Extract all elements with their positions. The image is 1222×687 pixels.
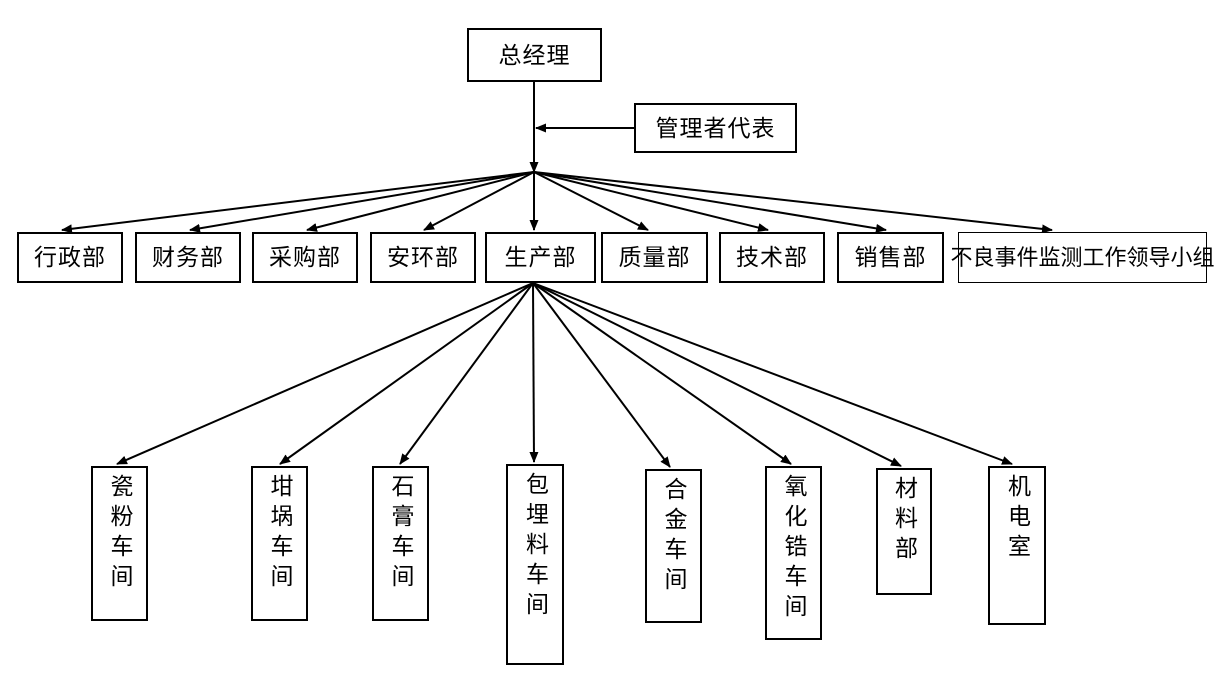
box-workshop-5[interactable]: 氧化锆车间 [765,466,822,640]
box-department-4[interactable]: 生产部 [485,232,596,283]
department-label: 财务部 [152,245,224,270]
workshop-label: 机电室 [1004,474,1030,564]
box-workshop-0[interactable]: 瓷粉车间 [91,466,148,621]
box-workshop-4[interactable]: 合金车间 [645,469,702,623]
box-workshop-6[interactable]: 材料部 [876,468,932,595]
workshop-label: 氧化锆车间 [781,474,806,624]
box-department-1[interactable]: 财务部 [135,232,241,283]
department-label: 销售部 [854,245,927,270]
workshop-label: 石膏车间 [388,474,413,594]
department-label: 技术部 [736,245,808,270]
workshop-label: 合金车间 [661,477,686,597]
box-management-representative[interactable]: 管理者代表 [634,103,797,153]
box-department-0[interactable]: 行政部 [17,232,123,283]
box-general-manager[interactable]: 总经理 [467,28,602,82]
department-label: 生产部 [504,245,577,270]
general-manager-label: 总经理 [498,42,571,68]
box-department-7[interactable]: 销售部 [837,232,944,283]
box-department-3[interactable]: 安环部 [370,232,476,283]
workshop-label: 瓷粉车间 [107,474,132,594]
workshop-label: 材料部 [891,476,917,566]
box-workshop-1[interactable]: 坩埚车间 [251,466,308,621]
department-label: 行政部 [34,245,106,270]
box-department-5[interactable]: 质量部 [601,232,708,283]
department-label: 采购部 [269,245,341,270]
department-label: 质量部 [618,245,691,270]
box-department-2[interactable]: 采购部 [252,232,358,283]
box-workshop-3[interactable]: 包埋料车间 [506,464,564,665]
department-label: 不良事件监测工作领导小组 [950,244,1215,270]
box-workshop-2[interactable]: 石膏车间 [372,466,429,621]
department-label: 安环部 [387,245,459,270]
box-department-8[interactable]: 不良事件监测工作领导小组 [951,232,1215,283]
box-department-6[interactable]: 技术部 [719,232,825,283]
box-workshop-7[interactable]: 机电室 [988,466,1046,625]
management-representative-label: 管理者代表 [655,115,776,141]
workshop-label: 坩埚车间 [267,474,292,594]
workshop-label: 包埋料车间 [522,472,548,622]
